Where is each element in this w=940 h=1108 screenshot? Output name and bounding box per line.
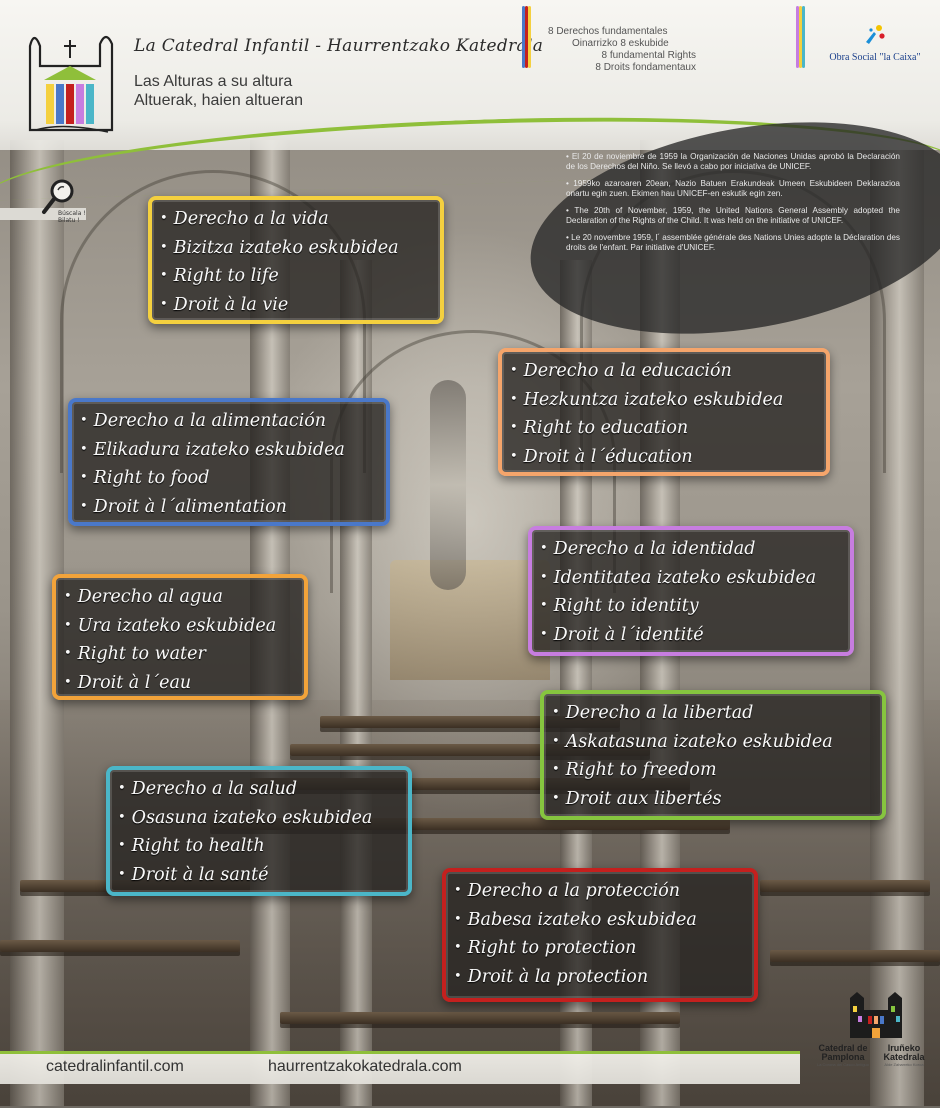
rainbow-stripes xyxy=(522,6,532,68)
cathedral-logo-icon xyxy=(28,35,114,133)
card-right-to-health: Derecho a la salud Osasuna izateko eskub… xyxy=(106,766,412,896)
rights-heading: 8 Derechos fundamentales Oinarrizko 8 es… xyxy=(548,26,696,74)
pew xyxy=(280,1012,680,1024)
card-item: Droit à l´eau xyxy=(64,670,296,699)
website-link-eu[interactable]: haurrentzakokatedrala.com xyxy=(268,1058,462,1075)
card-item: Right to freedom xyxy=(552,757,874,786)
card-item: Right to health xyxy=(118,833,400,862)
info-paragraph-eu: 1959ko azaroaren 20ean, Nazio Batuen Era… xyxy=(566,179,900,199)
card-item: Derecho a la protección xyxy=(454,878,746,907)
search-label-es: Búscala ! xyxy=(58,210,86,217)
card-item: Droit à l´éducation xyxy=(510,444,818,473)
card-item: Right to food xyxy=(80,465,378,494)
card-item: Droit aux libertés xyxy=(552,786,874,815)
card-item: Derecho al agua xyxy=(64,584,296,613)
rights-line-eu: Oinarrizko 8 eskubide xyxy=(572,38,669,49)
footer-bar xyxy=(0,1054,800,1084)
chandelier xyxy=(430,380,466,590)
footer-logo-es-name: Catedral de Pamplona xyxy=(818,1043,868,1062)
pew xyxy=(0,940,240,952)
card-right-to-education: Derecho a la educación Hezkuntza izateko… xyxy=(498,348,830,476)
card-right-to-identity: Derecho a la identidad Identitatea izate… xyxy=(528,526,854,656)
rights-line-fr: 8 Droits fondamentaux xyxy=(595,62,696,73)
info-paragraph-fr: Le 20 novembre 1959, l´ assemblée généra… xyxy=(566,233,900,253)
card-item: Right to protection xyxy=(454,935,746,964)
card-item: Right to identity xyxy=(540,593,842,622)
info-paragraph-es: El 20 de noviembre de 1959 la Organizaci… xyxy=(566,152,900,172)
card-item: Babesa izateko eskubidea xyxy=(454,907,746,936)
card-item: Elikadura izateko eskubidea xyxy=(80,437,378,466)
footer-logo-eu-sub: Alde Zaharreko Koroa xyxy=(884,1062,924,1067)
footer: catedralinfantil.com haurrentzakokatedra… xyxy=(0,992,940,1106)
pew xyxy=(770,950,940,962)
card-item: Hezkuntza izateko eskubidea xyxy=(510,387,818,416)
website-link-es[interactable]: catedralinfantil.com xyxy=(46,1058,184,1075)
rights-line-es: 8 Derechos fundamentales xyxy=(548,26,668,37)
caixa-star-icon xyxy=(866,25,885,44)
info-paragraph-en: The 20th of November, 1959, the United N… xyxy=(566,206,900,226)
rainbow-stripes xyxy=(796,6,806,68)
info-text: El 20 de noviembre de 1959 la Organizaci… xyxy=(566,152,900,260)
tagline-eu: Altuerak, haien altueran xyxy=(134,92,303,109)
card-item: Derecho a la alimentación xyxy=(80,408,378,437)
card-item: Ura izateko eskubidea xyxy=(64,613,296,642)
card-item: Bizitza izateko eskubidea xyxy=(160,235,432,264)
card-item: Right to life xyxy=(160,263,432,292)
search-label: Búscala ! Bilatu ! xyxy=(58,210,86,224)
card-item: Osasuna izateko eskubidea xyxy=(118,805,400,834)
card-right-to-freedom: Derecho a la libertad Askatasuna izateko… xyxy=(540,690,886,820)
footer-accent-line xyxy=(0,1051,800,1054)
card-item: Derecho a la libertad xyxy=(552,700,874,729)
site-title: La Catedral Infantil - Haurrentzako Kate… xyxy=(134,36,544,56)
magnifier-icon[interactable] xyxy=(40,178,76,218)
card-item: Droit à l´alimentation xyxy=(80,494,378,523)
card-item: Right to education xyxy=(510,415,818,444)
footer-logo-eu: Iruñeko Katedrala Alde Zaharreko Koroa xyxy=(874,1043,934,1068)
card-right-to-water: Derecho al agua Ura izateko eskubidea Ri… xyxy=(52,574,308,700)
card-item: Right to water xyxy=(64,641,296,670)
card-item: Derecho a la educación xyxy=(510,358,818,387)
footer-logo-eu-name: Iruñeko Katedrala xyxy=(883,1043,925,1062)
footer-logo-es: Catedral de Pamplona La Corona del Casco… xyxy=(812,1043,874,1068)
card-item: Askatasuna izateko eskubidea xyxy=(552,729,874,758)
altar xyxy=(390,560,550,680)
card-right-to-life: Derecho a la vida Bizitza izateko eskubi… xyxy=(148,196,444,324)
card-right-to-food: Derecho a la alimentación Elikadura izat… xyxy=(68,398,390,526)
card-item: Derecho a la salud xyxy=(118,776,400,805)
card-item: Droit à la protection xyxy=(454,964,746,993)
search-strip xyxy=(0,208,86,220)
search-label-eu: Bilatu ! xyxy=(58,217,80,224)
card-item: Droit à la vie xyxy=(160,292,432,321)
sponsor-text: Obra Social "la Caixa" xyxy=(829,52,921,63)
cathedral-pamplona-logo: Catedral de Pamplona La Corona del Casco… xyxy=(812,992,934,1108)
card-item: Derecho a la identidad xyxy=(540,536,842,565)
card-item: Droit à la santé xyxy=(118,862,400,891)
card-item: Derecho a la vida xyxy=(160,206,432,235)
cathedral-building-icon xyxy=(850,992,902,1038)
card-item: Droit à l´identité xyxy=(540,622,842,651)
search-tab[interactable]: Búscala ! Bilatu ! xyxy=(0,178,86,224)
rights-line-en: 8 fundamental Rights xyxy=(601,50,696,61)
pew xyxy=(760,880,930,892)
sponsor-logo: Obra Social "la Caixa" xyxy=(820,24,930,63)
card-item: Identitatea izateko eskubidea xyxy=(540,565,842,594)
tagline-es: Las Alturas a su altura xyxy=(134,73,293,90)
card-right-to-protection: Derecho a la protección Babesa izateko e… xyxy=(442,868,758,1002)
footer-logo-es-sub: La Corona del Casco Antiguo xyxy=(816,1062,870,1067)
